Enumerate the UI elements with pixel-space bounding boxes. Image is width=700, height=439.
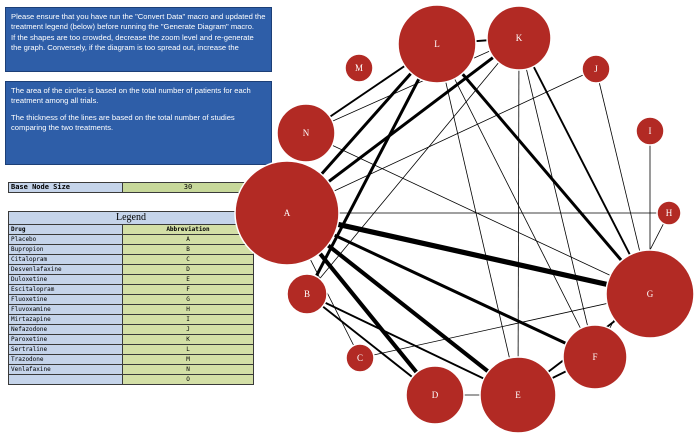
node-circle[interactable] <box>656 200 682 226</box>
edge-a-f <box>286 211 596 359</box>
node-label: N <box>303 128 310 138</box>
instructions-text-2: If the shapes are too crowded, decrease … <box>11 32 254 53</box>
edge-l-f <box>436 43 596 358</box>
node-circle[interactable] <box>562 324 628 390</box>
node-c[interactable]: C <box>345 343 375 373</box>
edge-a-j <box>286 68 597 214</box>
node-i[interactable]: I <box>635 116 665 146</box>
edge-k-g <box>518 37 651 295</box>
legend-row: O <box>8 374 254 385</box>
explanation-box: The area of the circles is based on the … <box>5 81 272 165</box>
node-label: I <box>649 126 652 136</box>
node-label: H <box>666 208 673 218</box>
node-circle[interactable] <box>486 5 552 71</box>
edge-n-g <box>305 132 651 295</box>
node-a[interactable]: A <box>234 160 340 266</box>
node-circle[interactable] <box>397 4 477 84</box>
node-m[interactable]: M <box>344 53 374 83</box>
instructions-text-1: Please ensure that you have run the "Con… <box>11 12 266 32</box>
node-h[interactable]: H <box>656 200 682 226</box>
node-circle[interactable] <box>635 116 665 146</box>
node-e[interactable]: E <box>479 356 557 434</box>
edge-n-k <box>305 37 520 134</box>
node-label: A <box>284 208 291 218</box>
node-label: F <box>592 352 597 362</box>
node-n[interactable]: N <box>276 103 336 163</box>
node-circle[interactable] <box>405 365 465 425</box>
node-d[interactable]: D <box>405 365 465 425</box>
edge-l-e <box>436 43 519 396</box>
instructions-box: Please ensure that you have run the "Con… <box>5 7 272 72</box>
node-k[interactable]: K <box>486 5 552 71</box>
node-label: C <box>357 353 363 363</box>
node-circle[interactable] <box>276 103 336 163</box>
edge-a-g <box>286 210 651 297</box>
node-label: D <box>432 390 439 400</box>
edge-g-c <box>359 293 651 359</box>
node-circle[interactable] <box>344 53 374 83</box>
node-circle[interactable] <box>345 343 375 373</box>
node-j[interactable]: J <box>581 54 611 84</box>
node-l[interactable]: L <box>397 4 477 84</box>
legend-title: Legend <box>8 211 254 225</box>
edge-k-f <box>518 37 596 358</box>
node-label: B <box>304 289 310 299</box>
edge-l-g <box>435 43 652 295</box>
node-circle[interactable] <box>286 273 328 315</box>
node-circle[interactable] <box>581 54 611 84</box>
node-label: G <box>647 289 654 299</box>
base-node-size-row: Base Node Size 30 <box>8 182 254 193</box>
legend-abbreviation-cell[interactable]: O <box>122 374 254 385</box>
node-label: J <box>594 64 598 74</box>
node-b[interactable]: B <box>286 273 328 315</box>
node-circle[interactable] <box>234 160 340 266</box>
edge-b-l <box>305 43 439 295</box>
explanation-text-1: The area of the circles is based on the … <box>11 86 251 106</box>
node-f[interactable]: F <box>562 324 628 390</box>
node-label: M <box>355 63 363 73</box>
node-label: L <box>434 39 440 49</box>
node-circle[interactable] <box>479 356 557 434</box>
node-label: E <box>515 390 521 400</box>
edge-b-k <box>306 37 520 295</box>
edge-k-e <box>517 37 520 396</box>
node-g[interactable]: G <box>605 249 695 339</box>
node-label: K <box>516 33 523 43</box>
explanation-text-2: The thickness of the lines are based on … <box>11 112 235 133</box>
network-nodes: A B C D E F G H I J K L M N <box>234 4 695 434</box>
edge-b-e <box>306 293 519 396</box>
node-circle[interactable] <box>605 249 695 339</box>
